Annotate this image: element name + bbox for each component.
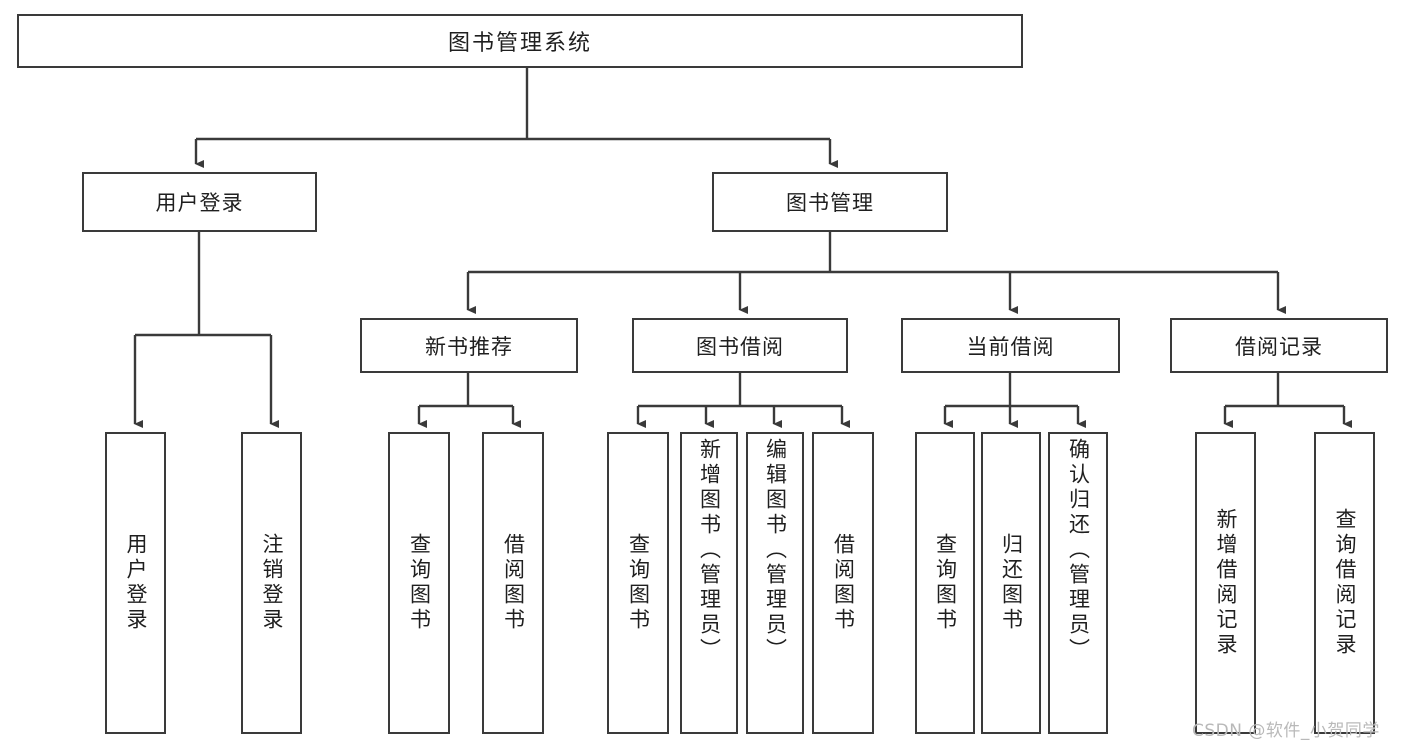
node-label: 图书管理 xyxy=(786,191,874,215)
node-user-login[interactable]: 用户登录 xyxy=(82,172,317,232)
node-new-book-recommend[interactable]: 新书推荐 xyxy=(360,318,578,373)
node-label: 查询图书 xyxy=(407,533,432,633)
node-book-management[interactable]: 图书管理 xyxy=(712,172,948,232)
node-leaf-confirm-return[interactable]: 确认归还（管理员） xyxy=(1048,432,1108,734)
node-label: 借阅记录 xyxy=(1235,334,1323,359)
node-leaf-add-book[interactable]: 新增图书（管理员） xyxy=(680,432,738,734)
node-leaf-user-login[interactable]: 用户登录 xyxy=(105,432,166,734)
node-label: 查询图书 xyxy=(626,533,651,633)
node-book-borrow[interactable]: 图书借阅 xyxy=(632,318,848,373)
node-label: 新增借阅记录 xyxy=(1214,508,1238,658)
node-current-borrow[interactable]: 当前借阅 xyxy=(901,318,1120,373)
node-label: 图书管理系统 xyxy=(447,31,592,56)
node-leaf-borrow-book-1[interactable]: 借阅图书 xyxy=(482,432,544,734)
node-label: 编辑图书（管理员） xyxy=(763,438,788,663)
node-leaf-query-book-1[interactable]: 查询图书 xyxy=(388,432,450,734)
node-label: 归还图书 xyxy=(999,533,1024,633)
node-leaf-return-book[interactable]: 归还图书 xyxy=(981,432,1041,734)
node-borrow-record[interactable]: 借阅记录 xyxy=(1170,318,1388,373)
node-root-system[interactable]: 图书管理系统 xyxy=(17,14,1023,68)
node-label: 新增图书（管理员） xyxy=(697,438,722,663)
node-label: 确认归还（管理员） xyxy=(1066,438,1091,663)
node-leaf-query-book-3[interactable]: 查询图书 xyxy=(915,432,975,734)
watermark-text: CSDN @软件_小贺同学 xyxy=(1192,721,1380,741)
node-leaf-query-record[interactable]: 查询借阅记录 xyxy=(1314,432,1375,734)
node-leaf-edit-book[interactable]: 编辑图书（管理员） xyxy=(746,432,804,734)
node-leaf-borrow-book-2[interactable]: 借阅图书 xyxy=(812,432,874,734)
node-label: 用户登录 xyxy=(124,533,148,633)
node-label: 用户登录 xyxy=(155,191,244,215)
node-label: 当前借阅 xyxy=(966,334,1055,359)
node-label: 查询图书 xyxy=(933,533,958,633)
node-leaf-query-book-2[interactable]: 查询图书 xyxy=(607,432,669,734)
node-label: 借阅图书 xyxy=(831,533,856,633)
node-label: 新书推荐 xyxy=(425,334,513,359)
node-label: 借阅图书 xyxy=(501,533,526,633)
node-label: 图书借阅 xyxy=(696,334,784,359)
node-leaf-add-record[interactable]: 新增借阅记录 xyxy=(1195,432,1256,734)
node-leaf-logout-login[interactable]: 注销登录 xyxy=(241,432,302,734)
node-label: 查询借阅记录 xyxy=(1333,508,1357,658)
node-label: 注销登录 xyxy=(260,533,284,633)
